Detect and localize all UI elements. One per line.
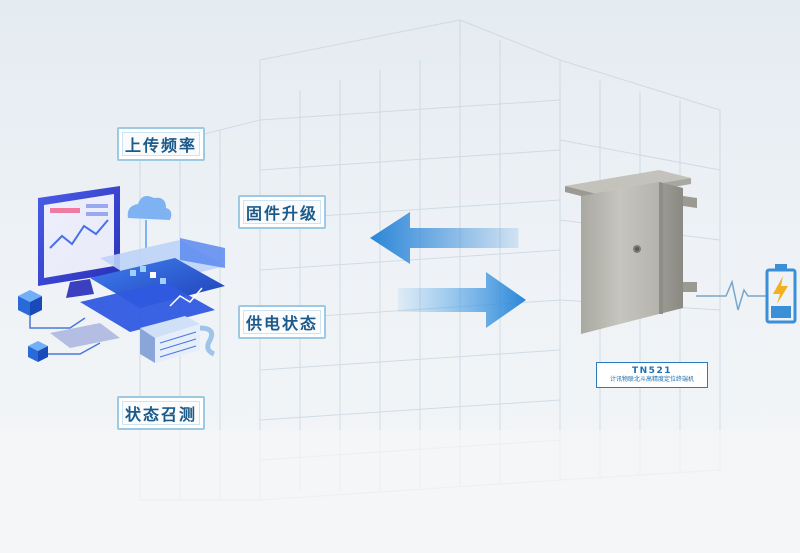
arrow-left-icon bbox=[370, 212, 519, 264]
platform-dashboard-illustration bbox=[18, 186, 225, 363]
feature-upload-frequency: 上传频率 bbox=[117, 127, 205, 161]
cloud-icon bbox=[127, 196, 172, 248]
data-platform-layers bbox=[80, 238, 225, 332]
server-rack-icon bbox=[140, 316, 200, 363]
data-exchange-arrows bbox=[370, 212, 526, 328]
feature-status-polling: 状态召测 bbox=[117, 396, 205, 430]
feature-power-status: 供电状态 bbox=[238, 305, 326, 339]
monitor-icon bbox=[38, 186, 120, 298]
feature-firmware-upgrade: 固件升级 bbox=[238, 195, 326, 229]
device-model: TN521 bbox=[632, 366, 672, 376]
battery-icon bbox=[765, 264, 797, 324]
outdoor-cabinet-image bbox=[565, 170, 697, 334]
node-cube-icon bbox=[28, 341, 48, 362]
device-description: 计讯物联北斗高精度定位终端机 bbox=[609, 376, 694, 383]
power-signal-line bbox=[696, 279, 766, 311]
device-label-tag: TN521 计讯物联北斗高精度定位终端机 bbox=[596, 362, 708, 388]
node-cube-icon bbox=[18, 290, 42, 316]
arrow-right-icon bbox=[398, 272, 526, 328]
